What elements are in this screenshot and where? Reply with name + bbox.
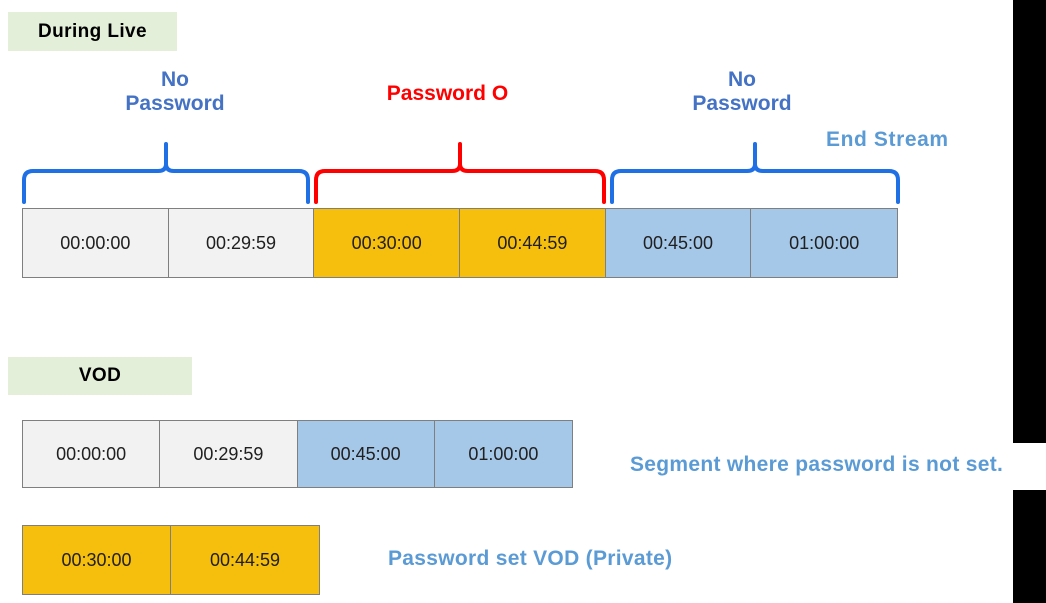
timeline-cell: 00:30:00 [23, 526, 171, 594]
timeline-during-live: 00:00:00 00:29:59 00:30:00 00:44:59 00:4… [22, 208, 898, 278]
timeline-cell: 00:44:59 [460, 209, 606, 277]
legend-password-set-vod: Password set VOD (Private) [388, 547, 673, 570]
timeline-cell: 00:00:00 [23, 209, 169, 277]
annotation-no-password-left: No Password [125, 68, 225, 115]
timeline-cell: 00:30:00 [314, 209, 461, 277]
timeline-vod-public: 00:00:00 00:29:59 00:45:00 01:00:00 [22, 420, 573, 488]
right-black-band-top [1013, 0, 1046, 443]
section-title-during-live: During Live [8, 12, 177, 51]
timeline-cell: 01:00:00 [434, 421, 572, 487]
annotation-password-on: Password O [386, 82, 509, 105]
annotation-no-password-right: No Password [692, 68, 792, 115]
timeline-cell: 00:45:00 [605, 209, 752, 277]
legend-no-password-segment: Segment where password is not set. [630, 453, 1004, 476]
right-black-band-bottom [1013, 490, 1046, 603]
section-title-vod: VOD [8, 357, 192, 395]
timeline-cell: 00:29:59 [160, 421, 298, 487]
brace-no-password-right [610, 142, 900, 204]
timeline-vod-private: 00:30:00 00:44:59 [22, 525, 320, 595]
brace-password-on [314, 142, 606, 204]
timeline-cell: 00:44:59 [171, 526, 319, 594]
timeline-cell: 00:45:00 [297, 421, 435, 487]
timeline-cell: 00:00:00 [23, 421, 161, 487]
timeline-cell: 01:00:00 [751, 209, 898, 277]
annotation-end-stream: End Stream [826, 128, 949, 151]
timeline-cell: 00:29:59 [168, 209, 315, 277]
brace-no-password-left [22, 142, 310, 204]
